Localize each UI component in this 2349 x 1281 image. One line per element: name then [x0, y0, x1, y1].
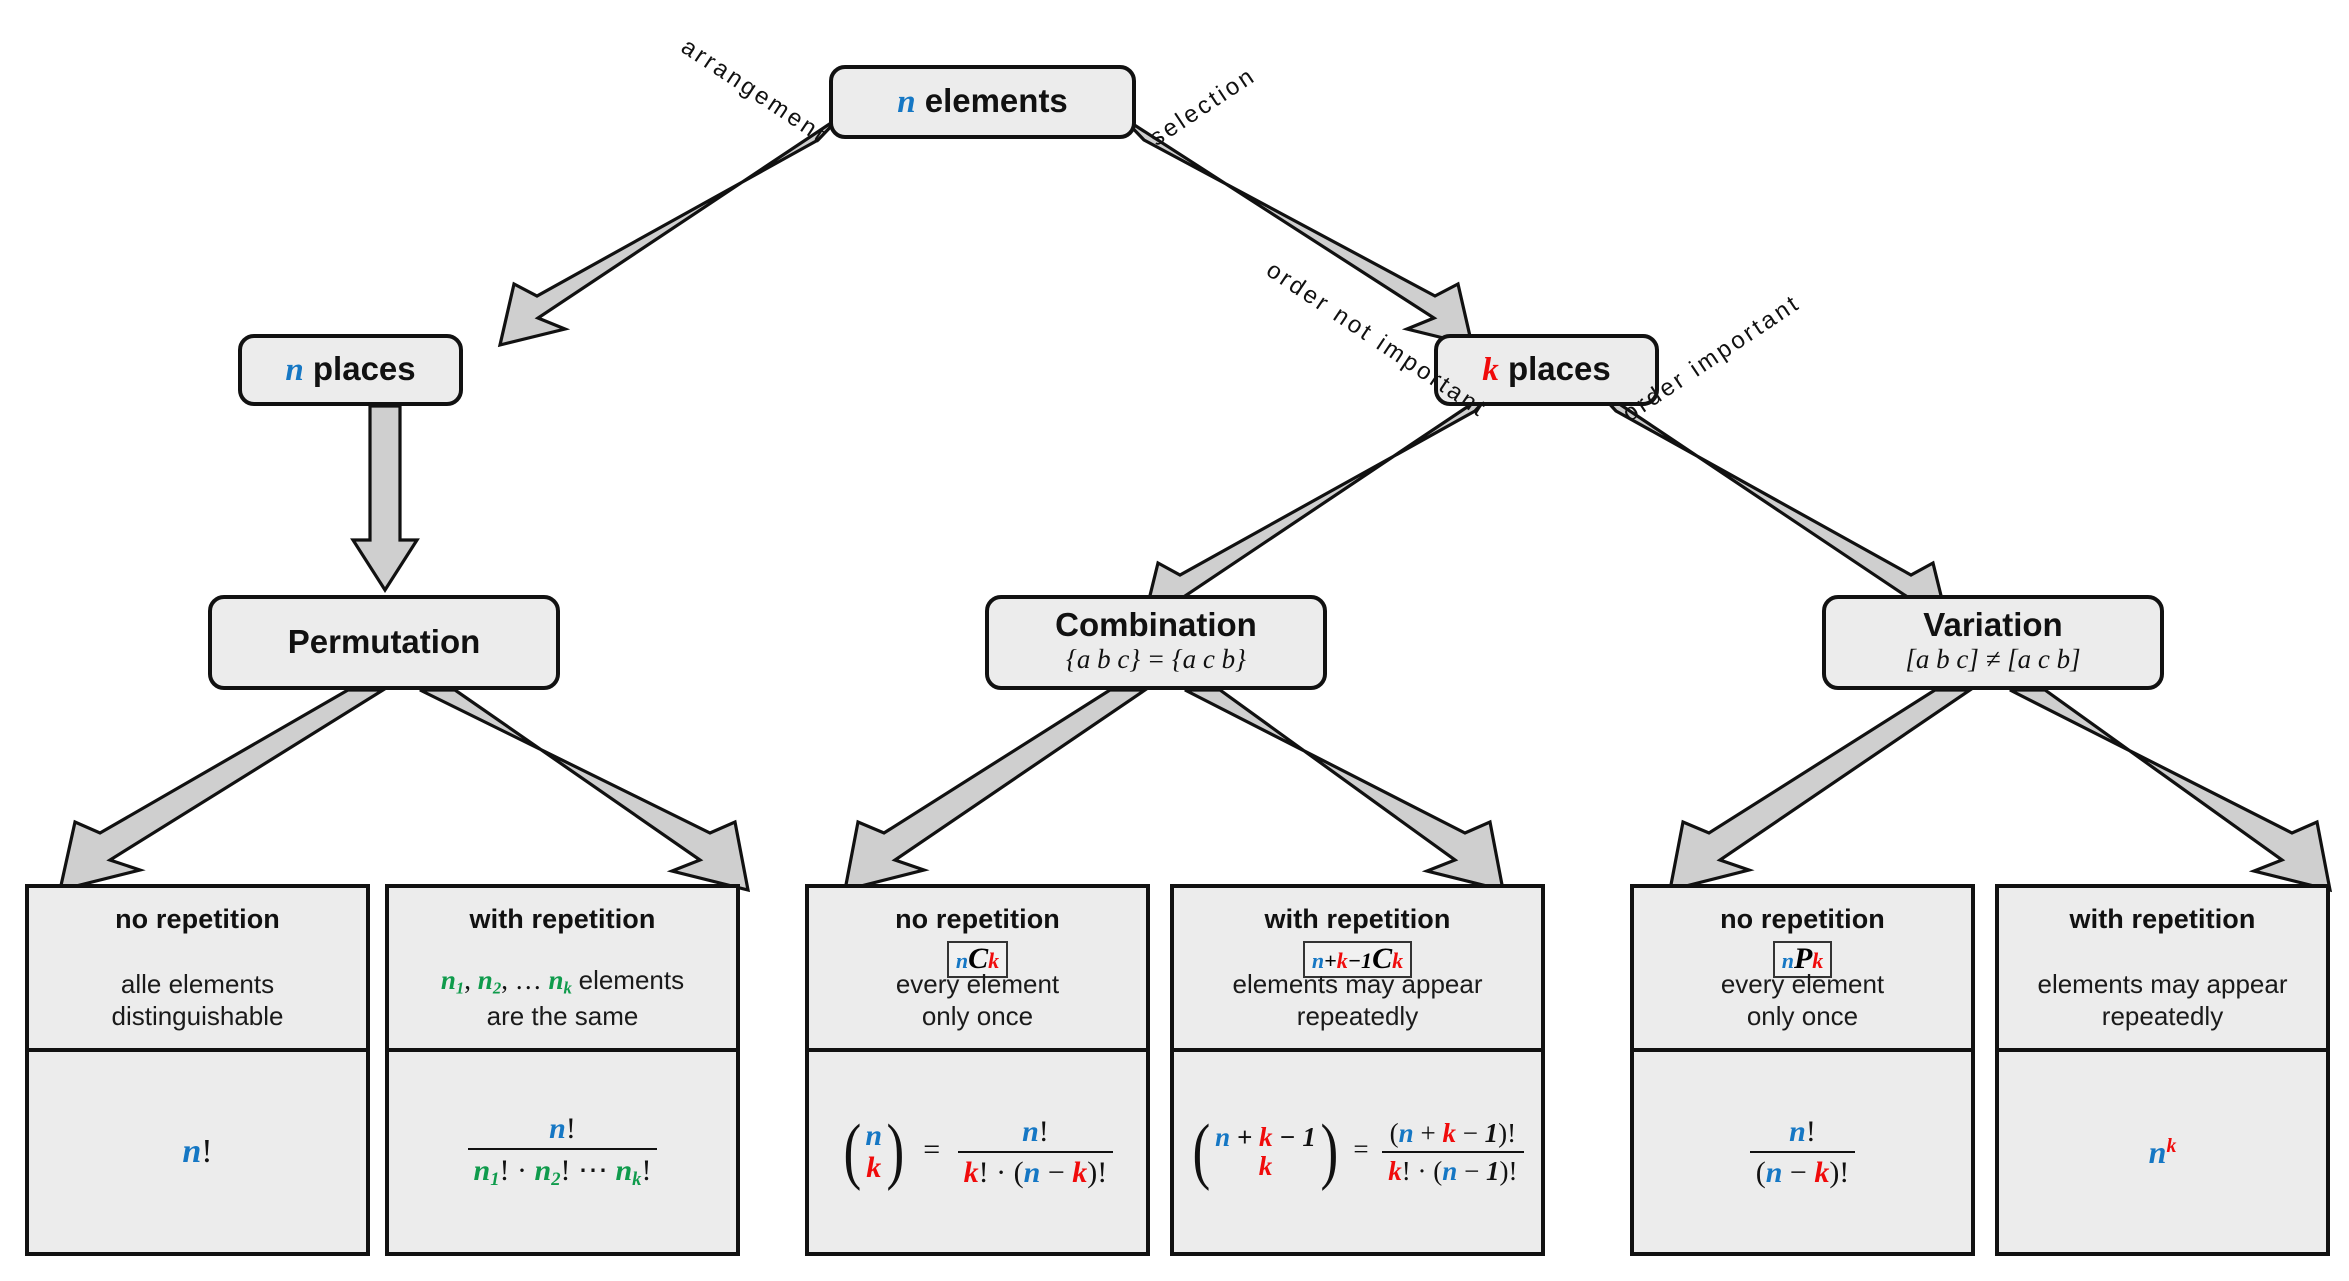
arrow-combination-card1 [842, 688, 1151, 893]
node-combination-title: Combination [1055, 605, 1257, 643]
arrow-arrangement [497, 115, 842, 348]
card-permutation-with-repetition[interactable]: with repetition n1, n2, … nk elements ar… [385, 884, 740, 1256]
card-formula: n! [182, 1133, 213, 1170]
card-header: no repetition [1720, 904, 1885, 934]
arrow-order-important [1592, 385, 1951, 627]
node-n-places-symbol: n [285, 352, 304, 389]
card-description: every element only once [895, 968, 1060, 1031]
card-header: no repetition [115, 904, 280, 934]
node-variation[interactable]: Variation [a b c] ≠ [a c b] [1822, 595, 2164, 690]
node-combination-example: {a b c} = {a c b} [1066, 644, 1246, 675]
card-upper: no repetition nPk every element only onc… [1634, 888, 1971, 1052]
card-notation: nCk [946, 941, 1009, 978]
node-n-elements-label: elements [924, 82, 1068, 120]
card-upper: with repetition elements may appear repe… [1999, 888, 2326, 1052]
arrow-permutation-card1 [57, 688, 389, 893]
arrow-n-places-permutation [350, 404, 420, 593]
card-description: elements may appear repeatedly [1232, 968, 1483, 1031]
arrow-selection [1120, 115, 1475, 348]
node-variation-example: [a b c] ≠ [a c b] [1905, 644, 2081, 675]
card-variation-no-repetition[interactable]: no repetition nPk every element only onc… [1630, 884, 1975, 1256]
card-description: n1, n2, … nk elements are the same [440, 965, 685, 1031]
card-notation: nPk [1772, 941, 1833, 978]
arrow-permutation-card2 [419, 688, 751, 893]
node-permutation-title: Permutation [287, 623, 481, 661]
node-n-elements[interactable]: n elements [829, 65, 1136, 139]
card-header: with repetition [469, 904, 656, 934]
card-header: no repetition [895, 904, 1060, 934]
card-variation-with-repetition[interactable]: with repetition elements may appear repe… [1995, 884, 2330, 1256]
node-n-elements-symbol: n [897, 84, 916, 121]
node-permutation[interactable]: Permutation [208, 595, 560, 690]
card-notation: n+k−1Ck [1302, 941, 1413, 978]
node-n-places[interactable]: n places [238, 334, 463, 406]
card-description: elements may appear repeatedly [2037, 968, 2288, 1031]
node-k-places-symbol: k [1482, 352, 1499, 389]
card-upper: with repetition n+k−1Ck elements may app… [1174, 888, 1541, 1052]
card-formula: n! (n − k)! [1634, 1052, 1971, 1252]
node-variation-title: Variation [1923, 605, 2063, 643]
card-formula: n! n1! · n2! ⋯ nk! [389, 1052, 736, 1252]
arrow-order-not-important [1140, 385, 1499, 627]
arrow-variation-card2 [2009, 688, 2333, 893]
node-k-places-label: places [1507, 350, 1611, 388]
card-description: alle elements distinguishable [111, 968, 284, 1031]
node-n-places-label: places [312, 350, 416, 388]
card-description: every element only once [1720, 968, 1885, 1031]
arrow-combination-card2 [1184, 688, 1506, 893]
card-upper: no repetition nCk every element only onc… [809, 888, 1146, 1052]
node-k-places[interactable]: k places [1434, 334, 1659, 406]
node-combination[interactable]: Combination {a b c} = {a c b} [985, 595, 1327, 690]
card-header: with repetition [2069, 904, 2256, 934]
card-permutation-no-repetition[interactable]: no repetition alle elements distinguisha… [25, 884, 370, 1256]
card-combination-no-repetition[interactable]: no repetition nCk every element only onc… [805, 884, 1150, 1256]
card-header: with repetition [1264, 904, 1451, 934]
card-upper: with repetition n1, n2, … nk elements ar… [389, 888, 736, 1052]
card-formula: nk [2148, 1133, 2177, 1170]
card-upper: no repetition alle elements distinguisha… [29, 888, 366, 1052]
card-combination-with-repetition[interactable]: with repetition n+k−1Ck elements may app… [1170, 884, 1545, 1256]
arrow-variation-card1 [1667, 688, 1976, 893]
